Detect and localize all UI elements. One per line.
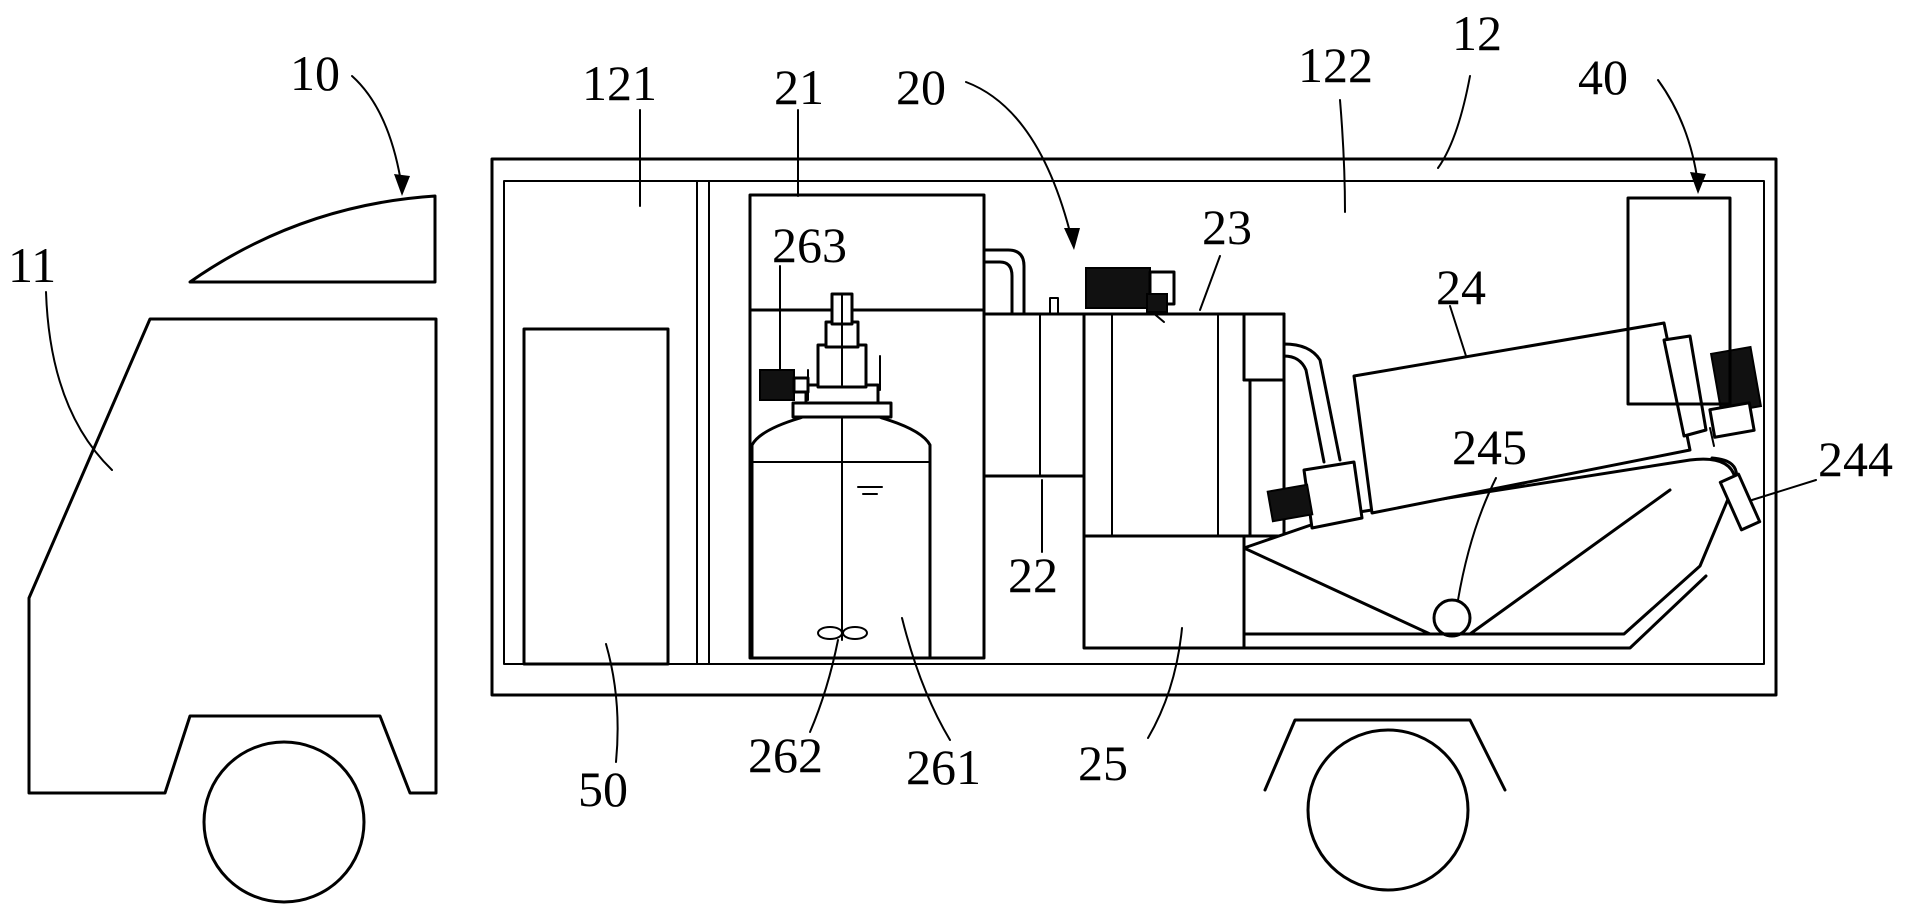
- feed-pipe-outer: [982, 248, 1026, 316]
- sludge-chute-244: [1718, 472, 1762, 532]
- label-25: 25: [1078, 735, 1128, 791]
- cabinet-50: [522, 327, 670, 666]
- rear-fender: [1263, 718, 1507, 792]
- leader-262: [809, 639, 839, 733]
- label-245: 245: [1452, 419, 1527, 475]
- control-cabinet-40: [1626, 196, 1732, 406]
- floc-motor-mount: [1146, 293, 1168, 313]
- leader-10: [351, 75, 403, 189]
- conduit-vent: [1049, 297, 1059, 315]
- cab-body: [27, 317, 438, 795]
- screw-dewatering-press-24: [1242, 321, 1763, 650]
- feed-pipe-inner: [982, 260, 1014, 316]
- transfer-pipe-inner: [1282, 354, 1326, 464]
- floc-motor-body: [1085, 267, 1151, 309]
- leader-23: [1199, 255, 1221, 311]
- press-drum: [1352, 321, 1692, 515]
- trough-rim: [1243, 457, 1737, 550]
- reference-labels: 10 11 12 20 21 22 23 24 25 40 50 121 122…: [8, 5, 1893, 817]
- dosing-unit-21: [748, 193, 986, 660]
- box-inner-wall: [503, 180, 1765, 665]
- label-50: 50: [578, 761, 628, 817]
- leader-12: [1437, 75, 1471, 169]
- label-244: 244: [1818, 431, 1893, 487]
- label-10: 10: [290, 45, 340, 101]
- press-drive-gearbox: [1708, 401, 1756, 439]
- leader-25: [1147, 627, 1183, 739]
- press-drive-shaft: [1709, 427, 1715, 447]
- drain-ball-245: [1432, 598, 1472, 638]
- label-262: 262: [748, 727, 823, 783]
- trough-bottom: [1242, 574, 1708, 650]
- label-122: 122: [1298, 37, 1373, 93]
- dosing-pump-body: [759, 369, 795, 401]
- label-121: 121: [582, 55, 657, 111]
- cargo-box: [490, 157, 1778, 697]
- label-263: 263: [772, 217, 847, 273]
- arrow-20: [1064, 228, 1080, 250]
- press-inlet-fitting: [1302, 460, 1364, 530]
- label-22: 22: [1008, 547, 1058, 603]
- leader-50: [605, 643, 619, 763]
- truck-cab: [27, 194, 438, 904]
- label-261: 261: [906, 739, 981, 795]
- label-21: 21: [774, 59, 824, 115]
- label-24: 24: [1436, 259, 1486, 315]
- leader-40: [1657, 79, 1699, 185]
- dosing-pump-coupling: [792, 376, 810, 394]
- leader-261: [901, 617, 951, 741]
- press-inlet-flange: [1266, 483, 1314, 523]
- box-outer-wall: [490, 157, 1778, 697]
- floc-outlet-stub: [1242, 312, 1286, 382]
- arrow-40: [1690, 172, 1706, 194]
- conduit-box: [982, 312, 1086, 478]
- label-11: 11: [8, 237, 56, 293]
- leader-122: [1339, 99, 1346, 213]
- label-23: 23: [1202, 199, 1252, 255]
- arrow-10: [394, 174, 410, 196]
- trough-inner: [1242, 456, 1738, 636]
- leader-244: [1751, 479, 1817, 501]
- leader-lines: [45, 75, 1817, 763]
- stirrer-flange: [791, 401, 893, 419]
- rear-axle: [1263, 718, 1507, 892]
- roof-deflector: [188, 194, 437, 284]
- label-40: 40: [1578, 49, 1628, 105]
- conduit-22: [982, 248, 1086, 478]
- floc-motor-shaft: [1151, 311, 1165, 323]
- leader-24: [1449, 305, 1467, 357]
- label-12: 12: [1452, 5, 1502, 61]
- collection-tank-25: [1082, 534, 1246, 650]
- impeller-blade-right: [842, 626, 868, 640]
- leader-245: [1457, 477, 1497, 601]
- leader-11: [45, 291, 113, 471]
- rear-wheel: [1306, 728, 1470, 892]
- leader-20: [965, 81, 1073, 241]
- transfer-pipe-outer: [1242, 342, 1342, 462]
- label-20: 20: [896, 59, 946, 115]
- front-wheel: [202, 740, 366, 904]
